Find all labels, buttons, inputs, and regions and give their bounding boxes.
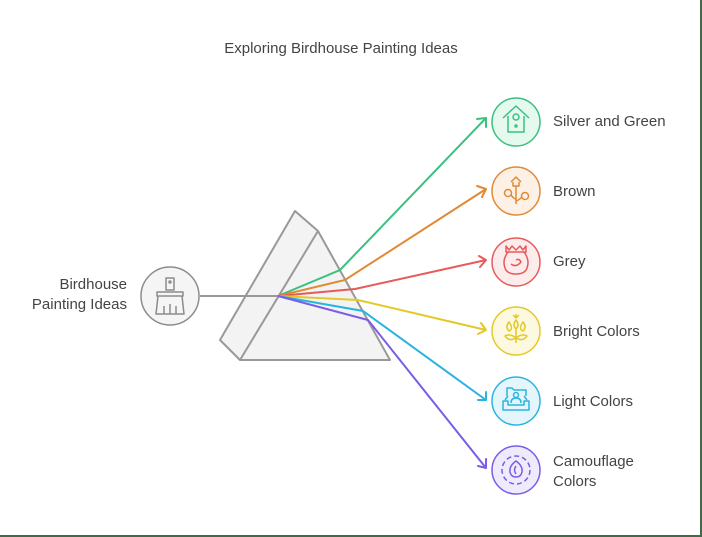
- user-folder-tray-icon: [502, 387, 530, 411]
- flower-plant-icon: [504, 314, 528, 343]
- sprout-house-icon: [503, 176, 530, 204]
- output-node-light[interactable]: [491, 376, 541, 426]
- output-label-brown: Brown: [553, 183, 596, 200]
- egg-pattern-icon: [501, 455, 531, 485]
- ray-silver-green: [277, 117, 487, 297]
- output-label-silver-green: Silver and Green: [553, 113, 666, 130]
- ray-brown: [277, 188, 487, 297]
- output-node-bright[interactable]: [491, 306, 541, 356]
- ray-light: [277, 295, 487, 401]
- source-label-line1: Birdhouse: [59, 276, 127, 293]
- ray-bright: [277, 295, 487, 331]
- output-node-silver-green[interactable]: [491, 97, 541, 147]
- arrowheads: [476, 117, 487, 469]
- output-node-camouflage[interactable]: [491, 445, 541, 495]
- output-node-grey[interactable]: [491, 237, 541, 287]
- diagram-title: Exploring Birdhouse Painting Ideas: [224, 40, 458, 57]
- output-label-grey: Grey: [553, 253, 586, 270]
- birdhouse-icon: [502, 105, 530, 133]
- source-label-line2: Painting Ideas: [31, 296, 127, 313]
- output-rays: [277, 117, 487, 469]
- ray-grey: [277, 259, 487, 297]
- output-label-light: Light Colors: [553, 393, 634, 410]
- output-label-camouflage-line2: Colors: [553, 473, 597, 490]
- output-label-bright: Bright Colors: [553, 323, 640, 340]
- source-label: Birdhouse Painting Ideas: [32, 275, 127, 315]
- bird-sack-icon: [503, 245, 529, 275]
- output-label-camouflage: Camouflage Colors: [553, 452, 634, 492]
- source-node[interactable]: [140, 266, 200, 326]
- output-label-camouflage-line1: Camouflage: [553, 453, 634, 470]
- paintbrush-icon: [155, 277, 185, 315]
- ray-camouflage: [277, 295, 487, 469]
- output-node-brown[interactable]: [491, 166, 541, 216]
